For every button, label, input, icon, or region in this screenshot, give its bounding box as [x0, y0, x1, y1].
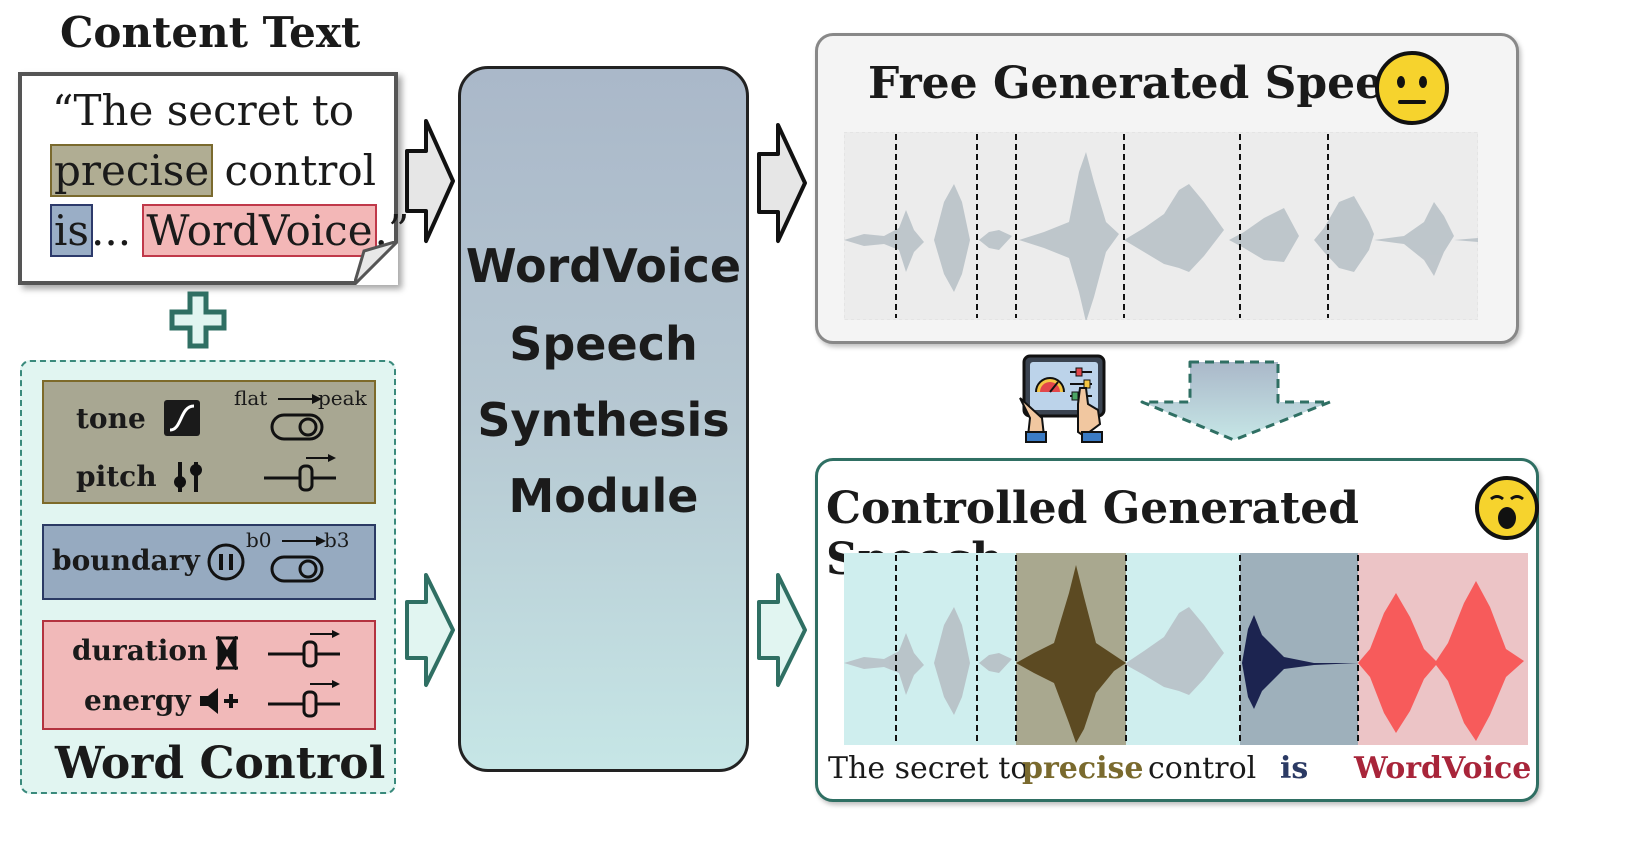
word-is: is [1280, 751, 1309, 786]
arrow-text-to-module [405, 119, 455, 243]
pitch-label: pitch [76, 460, 157, 493]
word-control: control [1148, 751, 1257, 786]
boundary-toggle-switch[interactable] [270, 554, 324, 584]
pitch-sliders-icon [174, 462, 202, 492]
b3-label: b3 [324, 528, 350, 552]
module-line-3: Synthesis [477, 393, 730, 447]
volume-up-icon [200, 688, 238, 714]
tone-label: tone [76, 402, 146, 435]
boundary-box: boundary b0 b3 [42, 524, 376, 600]
flat-label: flat [234, 386, 268, 410]
b0-label: b0 [246, 528, 272, 552]
controlled-waveform [844, 553, 1528, 745]
free-speech-title: Free Generated Speech [868, 58, 1442, 109]
pause-icon [207, 543, 245, 581]
peak-label: peak [318, 386, 367, 410]
arrow-module-to-controlled [757, 573, 807, 687]
boundary-label: boundary [52, 544, 200, 577]
tone-toggle-switch[interactable] [270, 412, 324, 442]
synthesis-module-box: WordVoice Speech Synthesis Module [458, 66, 749, 772]
highlight-wordvoice: WordVoice [142, 204, 377, 257]
tone-pitch-box: tone flat peak pitch [42, 380, 376, 504]
word-control-panel: tone flat peak pitch boundar [20, 360, 396, 794]
arrow-down-dashed [1140, 360, 1332, 442]
controlled-speech-panel: Controlled Generated Speech The secr [815, 458, 1539, 802]
content-text-box: “The secret to precise control is... Wor… [18, 72, 409, 285]
page-fold-icon [354, 241, 398, 285]
module-line-1: WordVoice [465, 239, 742, 293]
surprised-face-icon [1475, 476, 1539, 540]
word-wordvoice: WordVoice [1354, 751, 1532, 786]
word-control-title: Word Control [55, 738, 386, 789]
arrow-right-icon [278, 394, 322, 404]
word-control-plain: control [211, 146, 377, 195]
ellipsis-text: ... [91, 206, 145, 255]
content-text-title: Content Text [60, 8, 361, 57]
arrow-module-to-free [757, 123, 807, 243]
module-line-2: Speech [509, 317, 698, 371]
arrow-control-to-module [405, 573, 455, 687]
tone-curve-icon [164, 400, 200, 436]
module-line-4: Module [508, 469, 699, 523]
pitch-slider[interactable] [262, 452, 338, 494]
free-waveform [844, 132, 1478, 320]
duration-slider[interactable] [266, 628, 342, 670]
content-line-1: “The secret to [52, 86, 354, 135]
control-tablet-icon [1019, 354, 1106, 443]
highlight-precise: precise [49, 144, 214, 197]
highlight-is: is [50, 204, 93, 257]
word-precise: precise [1022, 751, 1144, 786]
duration-label: duration [72, 634, 208, 667]
energy-slider[interactable] [266, 678, 342, 720]
plus-icon [169, 291, 227, 349]
free-speech-panel: Free Generated Speech [815, 33, 1519, 344]
arrow-right-icon [282, 536, 326, 546]
energy-label: energy [84, 684, 191, 717]
word-the-secret-to: The secret to [828, 751, 1029, 786]
duration-energy-box: duration energy [42, 620, 376, 730]
neutral-face-icon [1375, 51, 1449, 125]
hourglass-icon [216, 636, 238, 670]
